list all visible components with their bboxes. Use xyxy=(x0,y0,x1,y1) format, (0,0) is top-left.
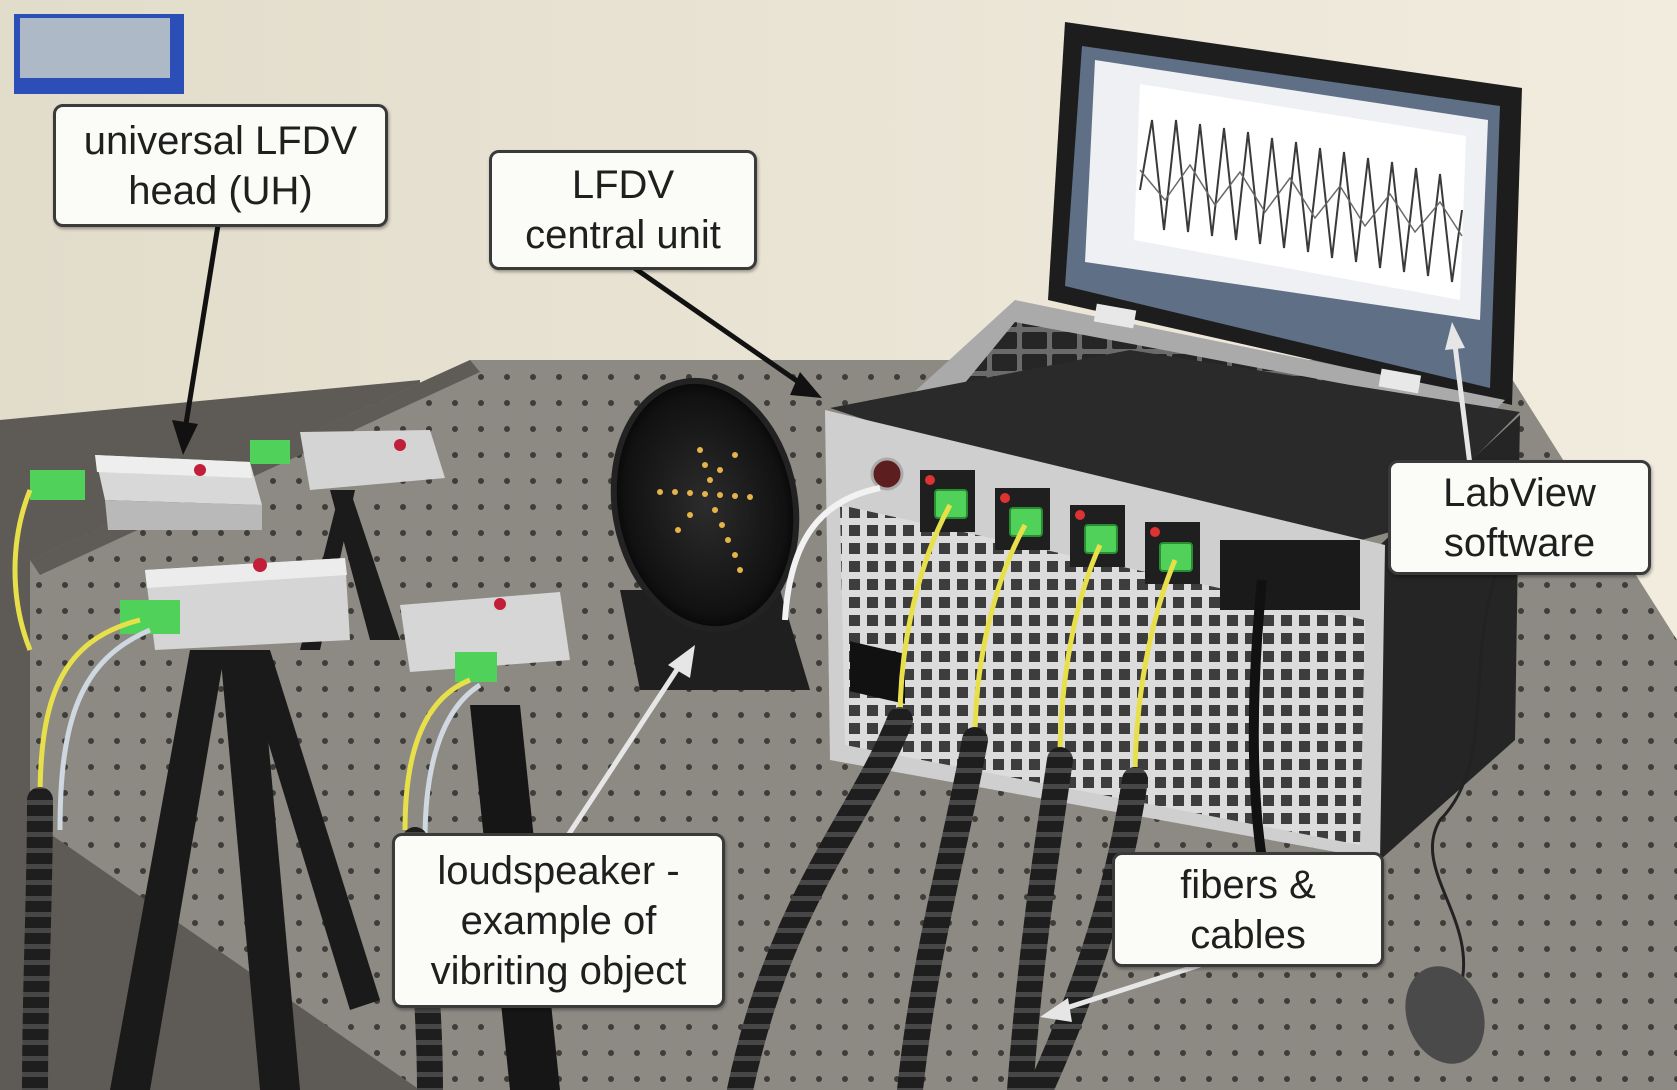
uh-head-1 xyxy=(30,455,262,530)
callout-labview-line2: software xyxy=(1443,520,1596,565)
callout-loudspeaker-line2: example of xyxy=(460,898,657,943)
callout-central-line2: central unit xyxy=(525,213,721,257)
callout-loudspeaker-line1: loudspeaker - xyxy=(437,848,680,893)
unit-connectors xyxy=(934,489,1193,572)
callout-loudspeaker: loudspeaker - example of vibriting objec… xyxy=(392,833,725,1008)
callout-labview-software: LabView software xyxy=(1388,460,1651,575)
arrow-labview xyxy=(1445,322,1473,466)
arrow-fibers xyxy=(1040,962,1201,1022)
arrow-central-unit xyxy=(628,262,822,398)
callout-central-line1: LFDV xyxy=(571,163,675,207)
callout-fibers-line1: fibers & xyxy=(1180,862,1316,907)
callout-uh-line1: universal LFDV xyxy=(83,118,358,163)
callout-lfdv-central-unit: LFDV central unit xyxy=(489,150,757,270)
callout-fibers-line2: cables xyxy=(1190,912,1306,957)
mouse-cable xyxy=(1430,549,1507,991)
callout-fibers-cables: fibers & cables xyxy=(1112,852,1384,967)
callout-universal-lfdv-head: universal LFDV head (UH) xyxy=(53,104,388,227)
arrow-loudspeaker xyxy=(562,645,695,842)
callout-labview-line1: LabView xyxy=(1443,470,1596,515)
callout-loudspeaker-line3: vibriting object xyxy=(430,948,687,993)
computer-mouse xyxy=(1405,966,1485,1064)
uh-head-3 xyxy=(110,558,380,1090)
loudspeaker xyxy=(610,377,810,690)
callout-uh-line2: head (UH) xyxy=(128,168,313,213)
arrow-uh xyxy=(172,224,221,455)
central-unit-top xyxy=(830,350,1520,560)
fibers xyxy=(12,485,1178,841)
